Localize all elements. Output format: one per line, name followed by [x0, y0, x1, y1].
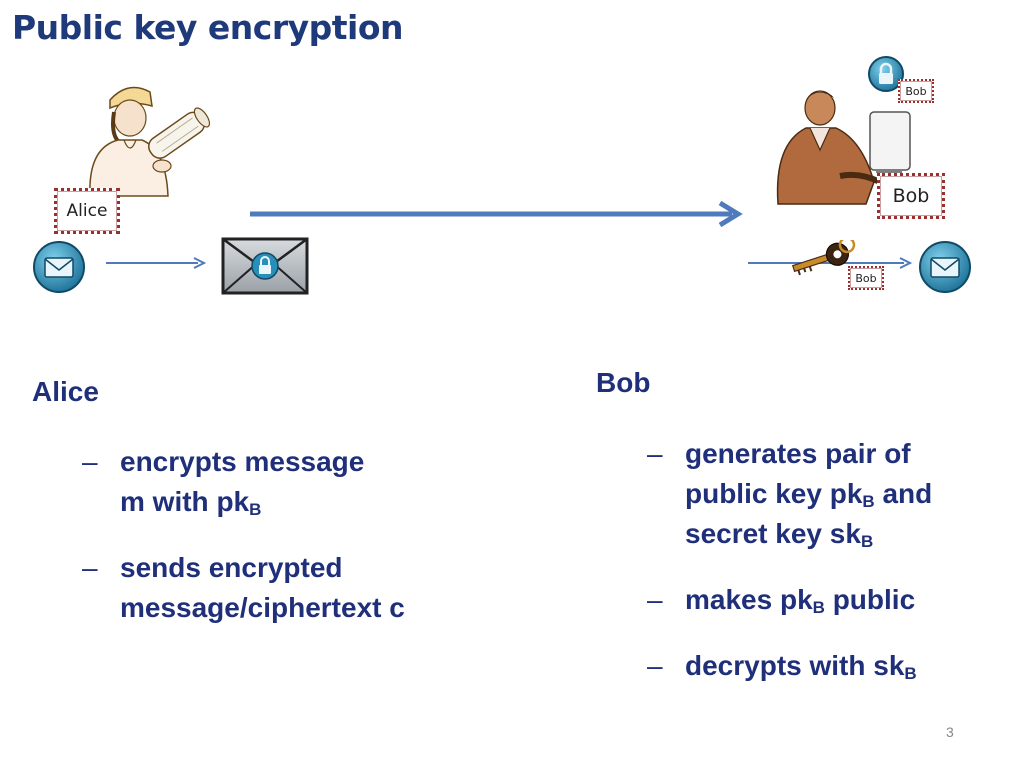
bob-illustration — [776, 90, 911, 205]
bob-point-line: public key pkB and — [685, 474, 1015, 514]
alice-illustration — [89, 86, 210, 197]
bob-point-text: secret key sk — [685, 518, 861, 549]
bob-lock-tag: Bob — [898, 79, 934, 103]
transmission-arrow — [250, 200, 743, 228]
alice-heading: Alice — [32, 376, 99, 407]
subscript: B — [812, 598, 825, 617]
bob-points: generates pair of public key pkB and sec… — [647, 434, 1015, 712]
slide-title: Public key encryption — [12, 8, 404, 47]
alice-point-line: m with pkB — [120, 482, 500, 522]
bob-point-line: generates pair of — [685, 438, 911, 469]
arrow-alice-to-envelope — [106, 257, 207, 269]
alice-points: encrypts message m with pkB sends encryp… — [82, 442, 500, 654]
alice-point-line: message/ciphertext c — [120, 592, 405, 623]
bob-name-card-label: Bob — [892, 185, 930, 207]
bob-lock-tag-label: Bob — [905, 84, 927, 98]
bob-point-text: makes pk — [685, 584, 813, 615]
bob-point: decrypts with skB — [647, 646, 1015, 686]
subscript: B — [860, 532, 874, 551]
bob-point-text: public key pk — [685, 478, 863, 509]
locked-envelope-icon — [221, 237, 309, 295]
bob-point-text: decrypts with sk — [685, 650, 905, 681]
arrow-key-to-bob — [748, 257, 913, 269]
key-icon — [791, 240, 856, 276]
page-number: 3 — [946, 724, 954, 740]
alice-name-card: Alice — [54, 188, 120, 234]
alice-name-card-label: Alice — [66, 201, 108, 221]
bob-point: generates pair of public key pkB and sec… — [647, 434, 1015, 554]
alice-point-line: sends encrypted — [120, 552, 343, 583]
bob-heading: Bob — [596, 367, 651, 398]
subscript: B — [904, 664, 917, 683]
bob-key-tag: Bob — [848, 266, 884, 290]
bob-key-tag-label: Bob — [855, 271, 877, 285]
bob-point-line: secret key skB — [685, 514, 1015, 554]
bob-point: makes pkB public — [647, 580, 1015, 620]
alice-point-text: m with pk — [120, 486, 250, 517]
bob-point-text: and — [874, 478, 933, 509]
alice-point: encrypts message m with pkB — [82, 442, 500, 522]
alice-point: sends encrypted message/ciphertext c — [82, 548, 500, 628]
subscript: B — [862, 492, 875, 511]
bob-mail-icon — [919, 241, 971, 293]
bob-lock-icon — [868, 56, 904, 92]
subscript: B — [249, 500, 262, 519]
bob-name-card: Bob — [877, 173, 945, 219]
bob-point-text: public — [824, 584, 916, 615]
alice-mail-icon — [33, 241, 85, 293]
alice-point-line: encrypts message — [120, 446, 365, 477]
